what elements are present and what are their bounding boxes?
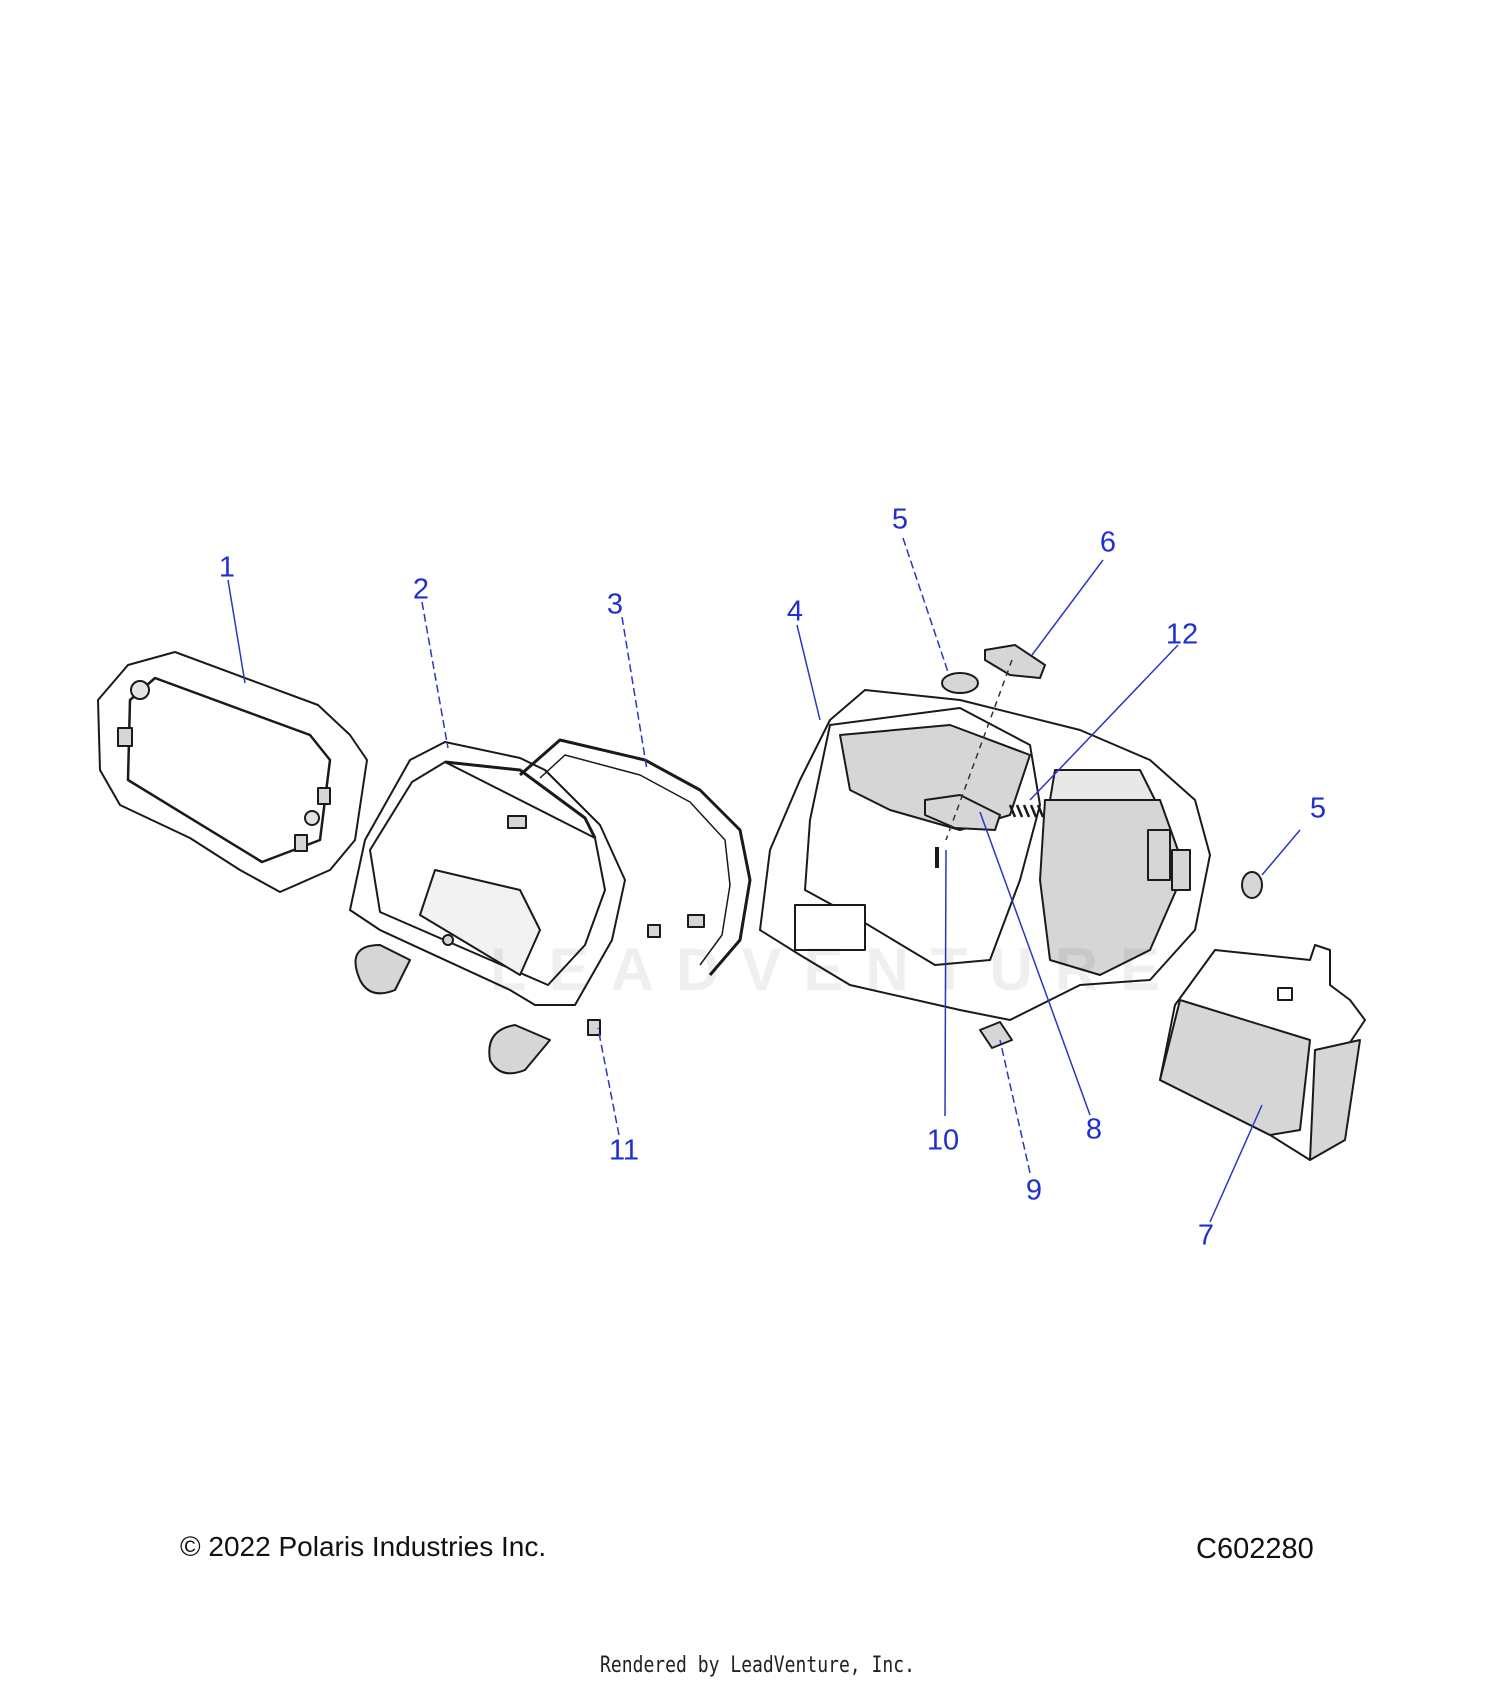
leader-line-11 <box>597 1027 620 1136</box>
leader-line-5b <box>1261 829 1301 876</box>
part-screw-2 <box>647 924 661 938</box>
part-gasket <box>519 738 752 976</box>
assembly-path <box>945 659 1013 841</box>
part-grommet-top <box>941 672 979 694</box>
watermark: LEADVENTURE <box>490 936 1183 1003</box>
leader-line-2 <box>421 601 449 749</box>
part-bezel <box>349 741 626 1075</box>
part-latch-button <box>984 644 1046 679</box>
leader-line-12 <box>1029 644 1179 801</box>
part-spring <box>1008 804 1045 818</box>
callout-5-right: 5 <box>1309 792 1327 825</box>
callout-3: 3 <box>606 588 624 621</box>
leader-line-10 <box>944 849 947 1117</box>
callout-2: 2 <box>412 573 430 606</box>
render-credit: Rendered by LeadVenture, Inc. <box>600 1653 915 1678</box>
callout-11: 11 <box>608 1134 640 1167</box>
callout-9: 9 <box>1025 1174 1043 1207</box>
copyright-notice: © 2022 Polaris Industries Inc. <box>180 1531 547 1562</box>
leader-line-3 <box>621 616 648 771</box>
part-latch <box>924 794 1001 831</box>
figure-code: C602280 <box>1196 1533 1314 1565</box>
leader-line-6 <box>1031 559 1104 656</box>
callout-8: 8 <box>1085 1113 1103 1146</box>
leader-line-5a <box>902 537 949 673</box>
part-stud <box>979 1021 1013 1049</box>
callout-7: 7 <box>1197 1219 1215 1252</box>
callout-1: 1 <box>218 551 236 584</box>
part-screw <box>587 1019 601 1036</box>
leader-line-1 <box>227 579 246 684</box>
callout-10: 10 <box>926 1124 960 1157</box>
part-grommet-right <box>1241 871 1263 899</box>
leader-line-9 <box>999 1039 1031 1174</box>
callout-12: 12 <box>1165 618 1199 651</box>
part-display-unit <box>97 651 368 893</box>
leader-line-4 <box>796 624 821 721</box>
callout-4: 4 <box>786 595 804 628</box>
callout-6: 6 <box>1099 526 1117 559</box>
leader-line-8 <box>979 811 1091 1116</box>
leader-line-7 <box>1209 1104 1263 1223</box>
callout-5-top: 5 <box>891 503 909 536</box>
part-cover-plate <box>1159 944 1366 1161</box>
